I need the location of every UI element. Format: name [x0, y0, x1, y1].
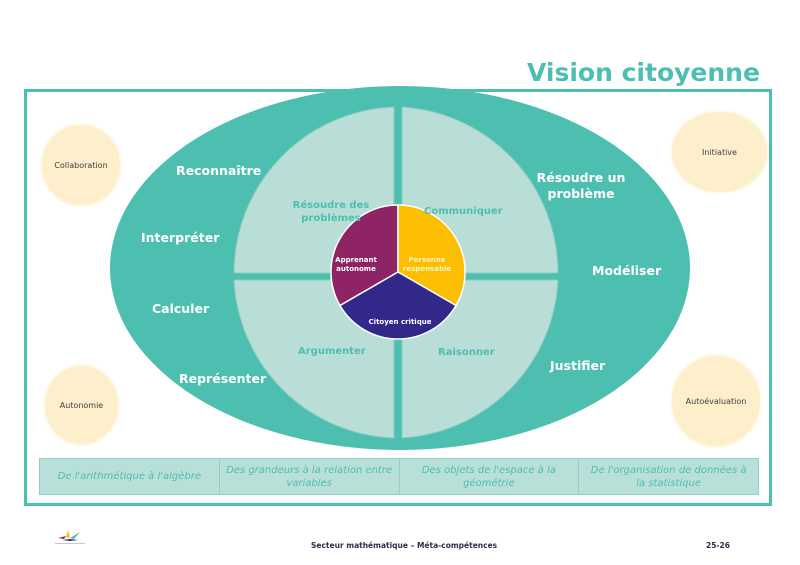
domains-bar: De l'arithmétique à l'algèbre Des grande…	[39, 458, 759, 495]
outer-label: Interpréter	[141, 230, 220, 245]
quadrant-label: Argumenter	[298, 346, 366, 357]
blob-label: Initiative	[702, 147, 737, 157]
quadrant-label: Communiquer	[424, 206, 503, 217]
outer-label: Modéliser	[592, 263, 662, 278]
page-title: Vision citoyenne	[527, 58, 760, 87]
logo-icon	[55, 530, 85, 544]
domain-cell: Des objets de l'espace à la géométrie	[400, 459, 580, 494]
blob-collaboration: Collaboration	[42, 125, 120, 205]
pie-label: Apprenant autonome	[335, 256, 377, 273]
pie-slice	[338, 271, 458, 340]
blob-label: Autonomie	[59, 400, 104, 410]
outer-label: Reconnaître	[176, 163, 262, 178]
pie-label: Personne responsable	[402, 256, 452, 273]
outer-label: Justifier	[550, 358, 606, 373]
quadrant-label: Résoudre des problèmes	[292, 200, 370, 224]
domain-cell: De l'organisation de données à la statis…	[590, 464, 747, 489]
footer-page: 25-26	[706, 541, 730, 550]
pie-label: Citoyen critique	[368, 318, 432, 326]
domain-cell: Des grandeurs à la relation entre variab…	[220, 459, 400, 494]
blob-label: Autoévaluation	[685, 396, 747, 406]
blob-autonomie: Autonomie	[45, 366, 118, 444]
quadrant-label: Raisonner	[438, 347, 495, 358]
domain-cell: De l'arithmétique à l'algèbre	[40, 459, 220, 494]
footer-center: Secteur mathématique – Méta-compétences	[311, 541, 498, 550]
outer-label: Calculer	[152, 301, 210, 316]
blob-label: Collaboration	[54, 160, 108, 170]
outer-label: Représenter	[179, 371, 267, 386]
core-pie	[330, 204, 466, 340]
pie-slice	[330, 204, 399, 307]
blob-autoevaluation: Autoévaluation	[672, 356, 760, 446]
blob-initiative: Initiative	[672, 112, 767, 192]
pie-slice	[397, 204, 466, 307]
outer-label: Résoudre un problème	[536, 170, 626, 201]
